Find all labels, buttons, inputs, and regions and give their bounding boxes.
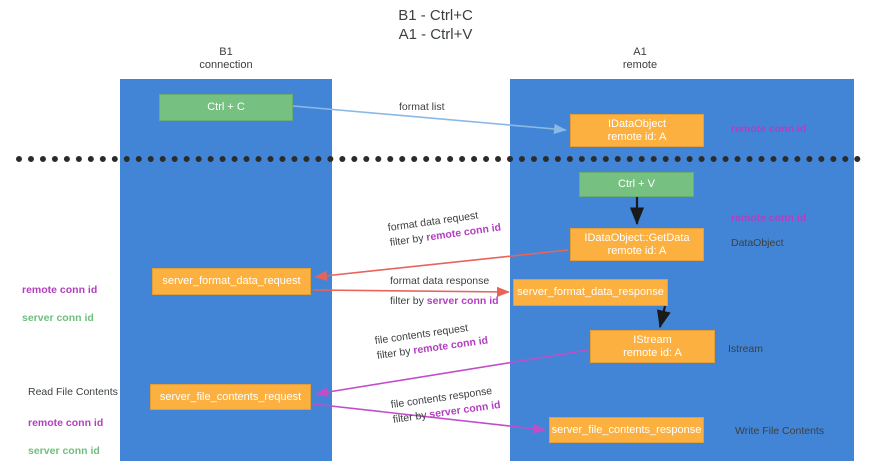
edge-label-format-data-response-text: format data response [390,275,490,287]
annotation-left-conn-ids-2: remote conn id server conn id [28,402,103,472]
swimlane-header-b1: B1 connection [199,46,253,71]
node-idataobject[interactable]: IDataObject remote id: A [570,114,704,147]
edge-label-format-list: format list [399,100,445,115]
node-ctrl-c[interactable]: Ctrl + C [159,94,293,121]
annotation-istream: Istream [728,343,764,355]
annotation-left-remote-conn-id: remote conn id [22,284,98,296]
annotation-read-file-contents: Read File Contents [28,386,118,398]
node-server-format-data-request[interactable]: server_format_data_request [152,268,311,295]
connector-format-list [292,105,567,135]
connector-file-contents-response [312,403,546,434]
annotation-remote-conn-id-top: remote conn id [731,123,807,135]
annotation-left-server-conn-id-2: server conn id [28,445,100,457]
node-server-format-data-response[interactable]: server_format_data_response [513,279,668,306]
annotation-left-server-conn-id: server conn id [22,312,94,324]
connector-format-data-response [312,286,510,297]
annotation-dataobject: DataObject [731,237,784,249]
node-server-file-contents-request[interactable]: server_file_contents_request [150,384,311,410]
diagram-title: B1 - Ctrl+C A1 - Ctrl+V [398,7,473,43]
annotation-remote-conn-id-mid: remote conn id [731,212,807,224]
connector-response-to-istream [656,305,671,329]
node-idataobject-getdata[interactable]: IDataObject::GetData remote id: A [570,228,704,261]
node-istream[interactable]: IStream remote id: A [590,330,715,363]
annotation-left-remote-conn-id-2: remote conn id [28,417,104,429]
section-divider [16,156,861,162]
node-server-file-contents-response[interactable]: server_file_contents_response [549,417,704,443]
edge-label-format-data-response: format data response filter by server co… [390,274,499,309]
connector-format-data-request [314,249,569,281]
annotation-write-file-contents: Write File Contents [735,425,825,437]
node-ctrl-v[interactable]: Ctrl + V [579,172,694,197]
connector-file-contents-request [315,349,589,398]
filter-key-server-conn-id: server conn id [426,295,499,307]
swimlane-header-a1: A1 remote [622,46,658,71]
edge-label-format-list-text: format list [399,101,445,113]
annotation-left-conn-ids: remote conn id server conn id [22,269,97,339]
edge-label-format-data-response-filter: filter by server conn id [390,295,499,307]
